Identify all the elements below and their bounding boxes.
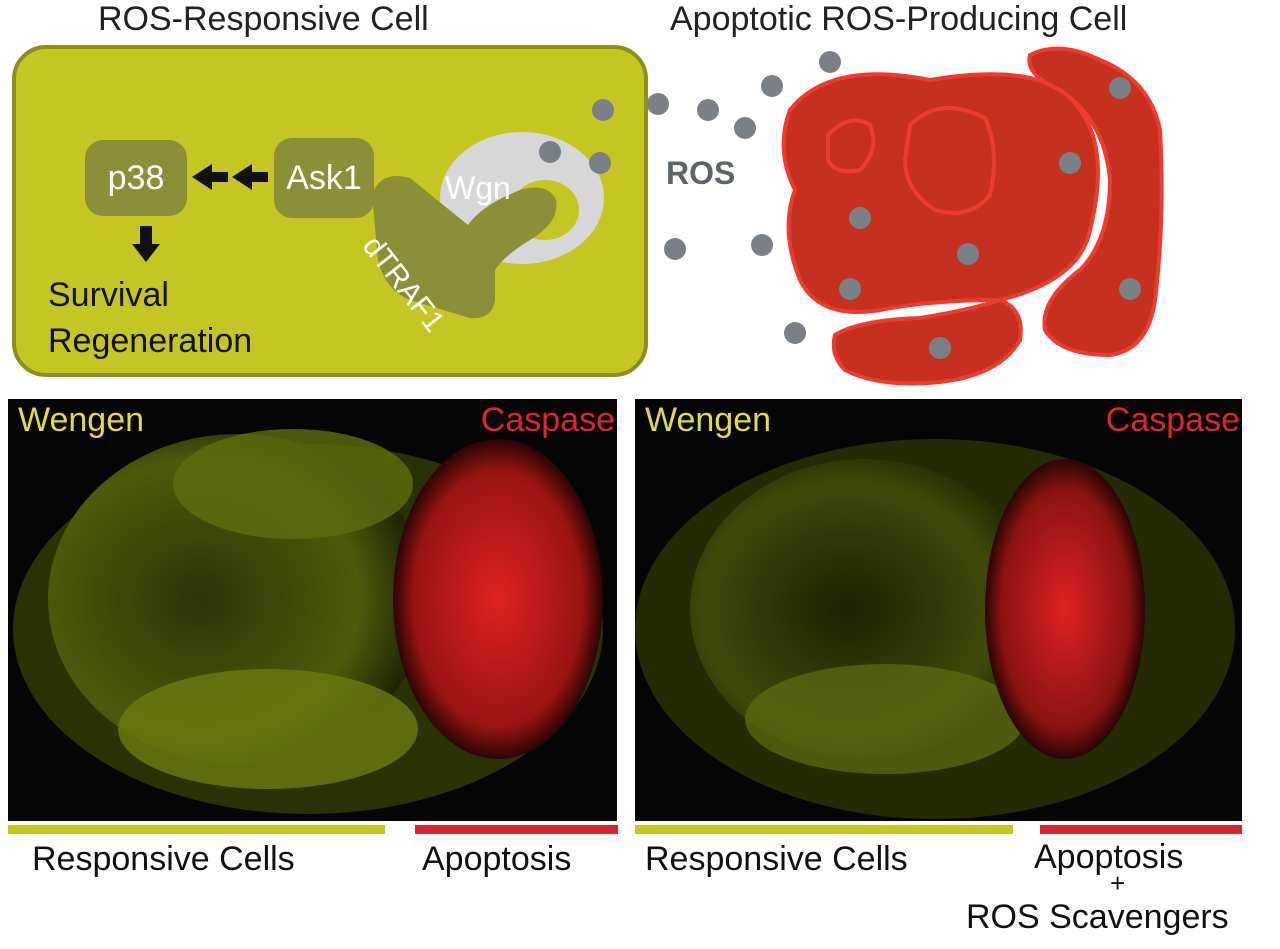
wengen-label-2: Wengen [645,401,771,440]
caption-apoptosis-1: Apoptosis [422,840,571,879]
caption-responsive-2: Responsive Cells [645,840,908,879]
caspase-label-1: Caspase [481,401,615,440]
wengen-label-1: Wengen [18,401,144,440]
ros-label: ROS [666,155,735,192]
caption-apoptosis-2: Apoptosis [1034,838,1183,877]
caption-plus: + [1110,868,1125,899]
caption-responsive-1: Responsive Cells [32,840,295,879]
responsive-bar-2 [635,825,1013,834]
wing-disc-image-1 [8,399,617,821]
caption-ros-scavengers: ROS Scavengers [966,898,1229,937]
wing-disc-image-2 [635,399,1242,821]
microscopy-panel-2: Wengen Caspase [635,399,1242,821]
apoptosis-bar-1 [415,825,618,834]
responsive-bar-1 [8,825,385,834]
apoptosis-bar-2 [1040,825,1242,834]
apoptotic-cell-diagram [0,0,1280,400]
caspase-label-2: Caspase [1106,401,1240,440]
microscopy-panel-1: Wengen Caspase [8,399,617,821]
